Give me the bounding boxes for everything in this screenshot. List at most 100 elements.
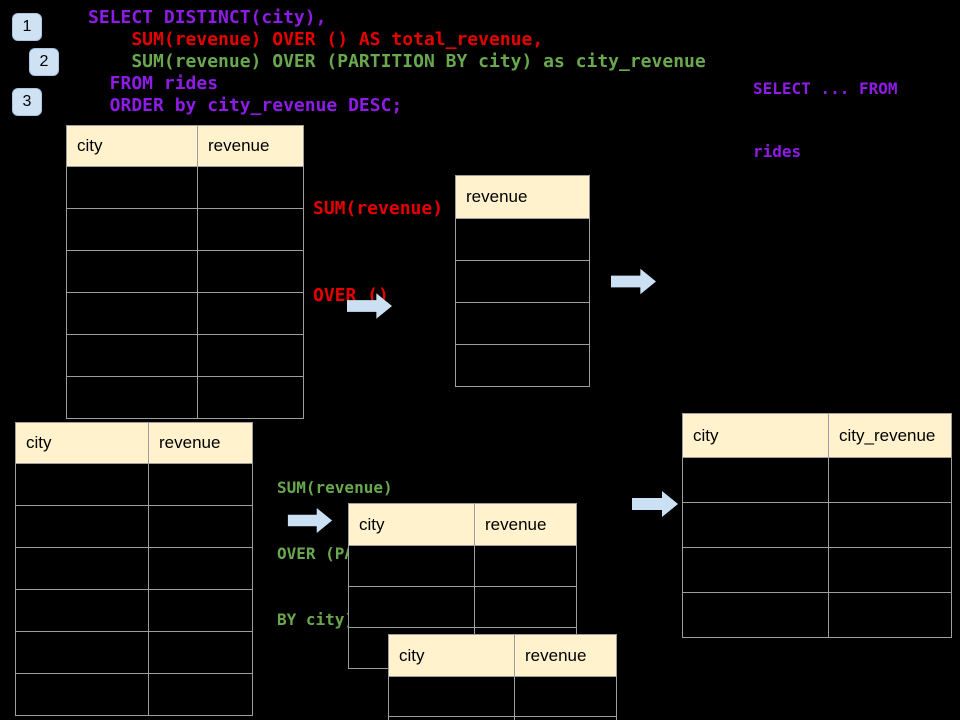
column-header: city_revenue [828,413,952,458]
empty-cell [197,376,304,419]
empty-cell [514,716,617,720]
empty-cell [514,676,617,717]
table-row [455,260,590,303]
empty-cell [828,592,952,638]
empty-cell [66,250,198,293]
table-row [455,302,590,345]
sql-side-note-line: rides [753,142,802,161]
empty-cell [148,673,253,716]
column-header: city [348,503,475,546]
empty-cell [682,457,829,503]
empty-cell [474,586,577,628]
empty-cell [148,547,253,590]
empty-cell [682,592,829,638]
empty-cell [348,545,475,587]
table-row [348,586,577,628]
partition-revenue-label-line: BY city) [277,610,355,629]
arrow-right-icon [287,508,333,533]
table-row [682,502,952,548]
table-row [15,505,253,548]
arrow-right-icon [632,491,678,517]
empty-cell [455,260,590,303]
table-row [15,673,253,716]
table-row [15,589,253,632]
arrow-right-icon [611,268,656,295]
sql-side-note-line: SELECT ... FROM [753,79,898,98]
empty-cell [197,166,304,209]
empty-cell [455,344,590,387]
empty-cell [15,505,149,548]
empty-cell [148,589,253,632]
empty-cell [66,292,198,335]
table-row [388,676,617,717]
step-badge-1: 1 [12,13,42,41]
table-row [66,250,304,293]
sql-code-line: ORDER by city_revenue DESC; [88,95,403,116]
empty-cell [197,334,304,377]
table-row [15,631,253,674]
table-row [66,334,304,377]
empty-cell [15,547,149,590]
column-header: revenue [474,503,577,546]
empty-cell [682,502,829,548]
empty-cell [66,208,198,251]
table-row [682,547,952,593]
column-header: revenue [455,175,590,219]
table-row [682,592,952,638]
empty-cell [455,302,590,345]
column-header: city [15,422,149,464]
sql-code-line: SELECT DISTINCT(city), [88,7,327,28]
empty-cell [148,463,253,506]
empty-cell [66,334,198,377]
sql-code-line: SUM(revenue) OVER () AS total_revenue, [88,29,544,50]
empty-cell [15,673,149,716]
table-row [682,457,952,503]
total-revenue-label-line: SUM(revenue) [313,198,444,219]
column-header: revenue [514,634,617,677]
table-row [66,208,304,251]
empty-cell [15,631,149,674]
empty-cell [66,376,198,419]
table-total-revenue: revenue [455,175,590,387]
table-row [455,218,590,261]
empty-cell [828,457,952,503]
column-header: city [66,125,198,167]
empty-cell [66,166,198,209]
column-header: city [388,634,515,677]
table-row [66,376,304,419]
empty-cell [455,218,590,261]
sql-side-note: SELECT ... FROM rides [753,36,898,204]
empty-cell [197,292,304,335]
table-row [455,344,590,387]
step-badge-3: 3 [12,88,42,116]
table-row [15,547,253,590]
sql-code-line: FROM rides [88,73,219,94]
sql-code-line: SUM(revenue) OVER (PARTITION BY city) as… [88,51,706,72]
empty-cell [348,586,475,628]
table-row [388,716,617,720]
empty-cell [474,545,577,587]
empty-cell [15,463,149,506]
sql-code-block: SELECT DISTINCT(city), SUM(revenue) OVER… [88,7,706,117]
empty-cell [388,676,515,717]
table-header-row: revenue [455,175,590,219]
table-row [15,463,253,506]
table-row [66,166,304,209]
partition-revenue-label-line: SUM(revenue) [277,478,393,497]
table-row [348,545,577,587]
empty-cell [197,208,304,251]
column-header: revenue [197,125,304,167]
empty-cell [148,631,253,674]
empty-cell [197,250,304,293]
empty-cell [15,589,149,632]
table-row [66,292,304,335]
